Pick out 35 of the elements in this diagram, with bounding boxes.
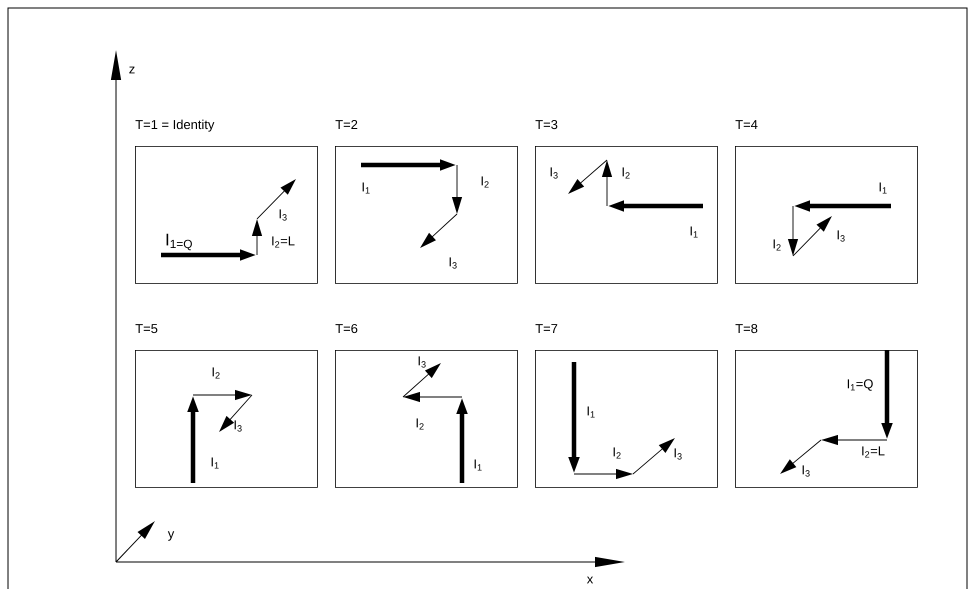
vector-label: I$_{2}$ bbox=[416, 418, 424, 430]
vector-label: I$_{1}$ bbox=[588, 406, 595, 418]
vector-label: I$_{2}$ bbox=[622, 167, 630, 179]
vector-label: I$_{1}$=Q bbox=[848, 379, 873, 391]
axis-label: z bbox=[129, 66, 135, 74]
axis-label: x bbox=[586, 576, 594, 584]
panel-title: T=6 bbox=[336, 324, 358, 334]
vector-label: I$_{3}$ bbox=[234, 420, 242, 432]
vector-label: I$_{1}$ bbox=[362, 182, 370, 194]
panel-title: T=4 bbox=[736, 120, 758, 129]
vector-label: I$_{1=Q}$ bbox=[166, 234, 192, 250]
panel-title: T=7 bbox=[536, 324, 558, 333]
vector-label: I$_{1}$ bbox=[474, 459, 482, 470]
panel-title: T=2 bbox=[336, 120, 358, 129]
vector-label: I$_{1}$ bbox=[212, 457, 219, 468]
vector-label: I$_{1}$ bbox=[690, 226, 698, 238]
vector-label: I$_{2}$ bbox=[614, 447, 621, 459]
vector-label: I$_{2}$=L bbox=[862, 446, 885, 458]
vector-label: I$_{2}$ bbox=[482, 176, 489, 188]
vector-label: I$_{3}$ bbox=[280, 209, 287, 221]
vector-label: I$_{3}$ bbox=[838, 230, 845, 242]
vector-label: I$_{1}$ bbox=[880, 182, 887, 194]
vector-label: I$_{2}$ bbox=[774, 239, 781, 251]
vector-label: I$_{2}$ bbox=[212, 367, 220, 379]
vector-label: I$_{3}$ bbox=[450, 257, 457, 269]
vector-label: I$_{2}$=L bbox=[272, 236, 295, 248]
panel-title: T=3 bbox=[536, 120, 558, 130]
vector-label: I$_{3}$ bbox=[674, 448, 682, 460]
panel-title: T=5 bbox=[136, 324, 158, 334]
vector-label: I$_{3}$ bbox=[802, 465, 810, 477]
axis-label: y bbox=[168, 531, 174, 541]
vector-label: I$_{3}$ bbox=[550, 167, 558, 179]
panel-title: T=1 = Identity bbox=[136, 120, 214, 132]
vector-label: I$_{3}$ bbox=[418, 356, 426, 368]
panel-title: T=8 bbox=[736, 324, 758, 334]
